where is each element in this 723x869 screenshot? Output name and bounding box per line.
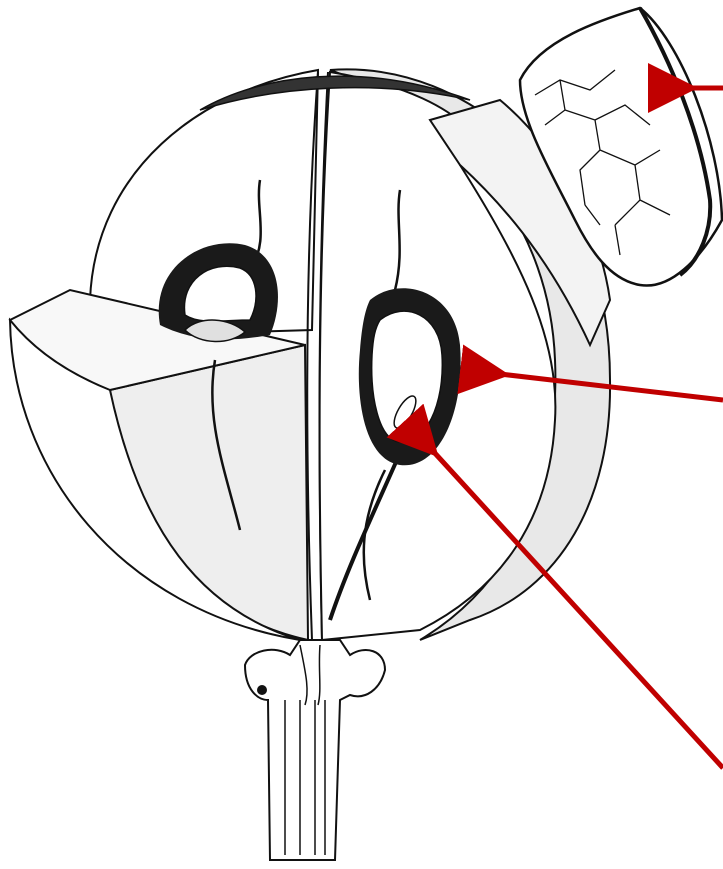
fruit-body (10, 69, 610, 860)
stalk (245, 640, 385, 860)
